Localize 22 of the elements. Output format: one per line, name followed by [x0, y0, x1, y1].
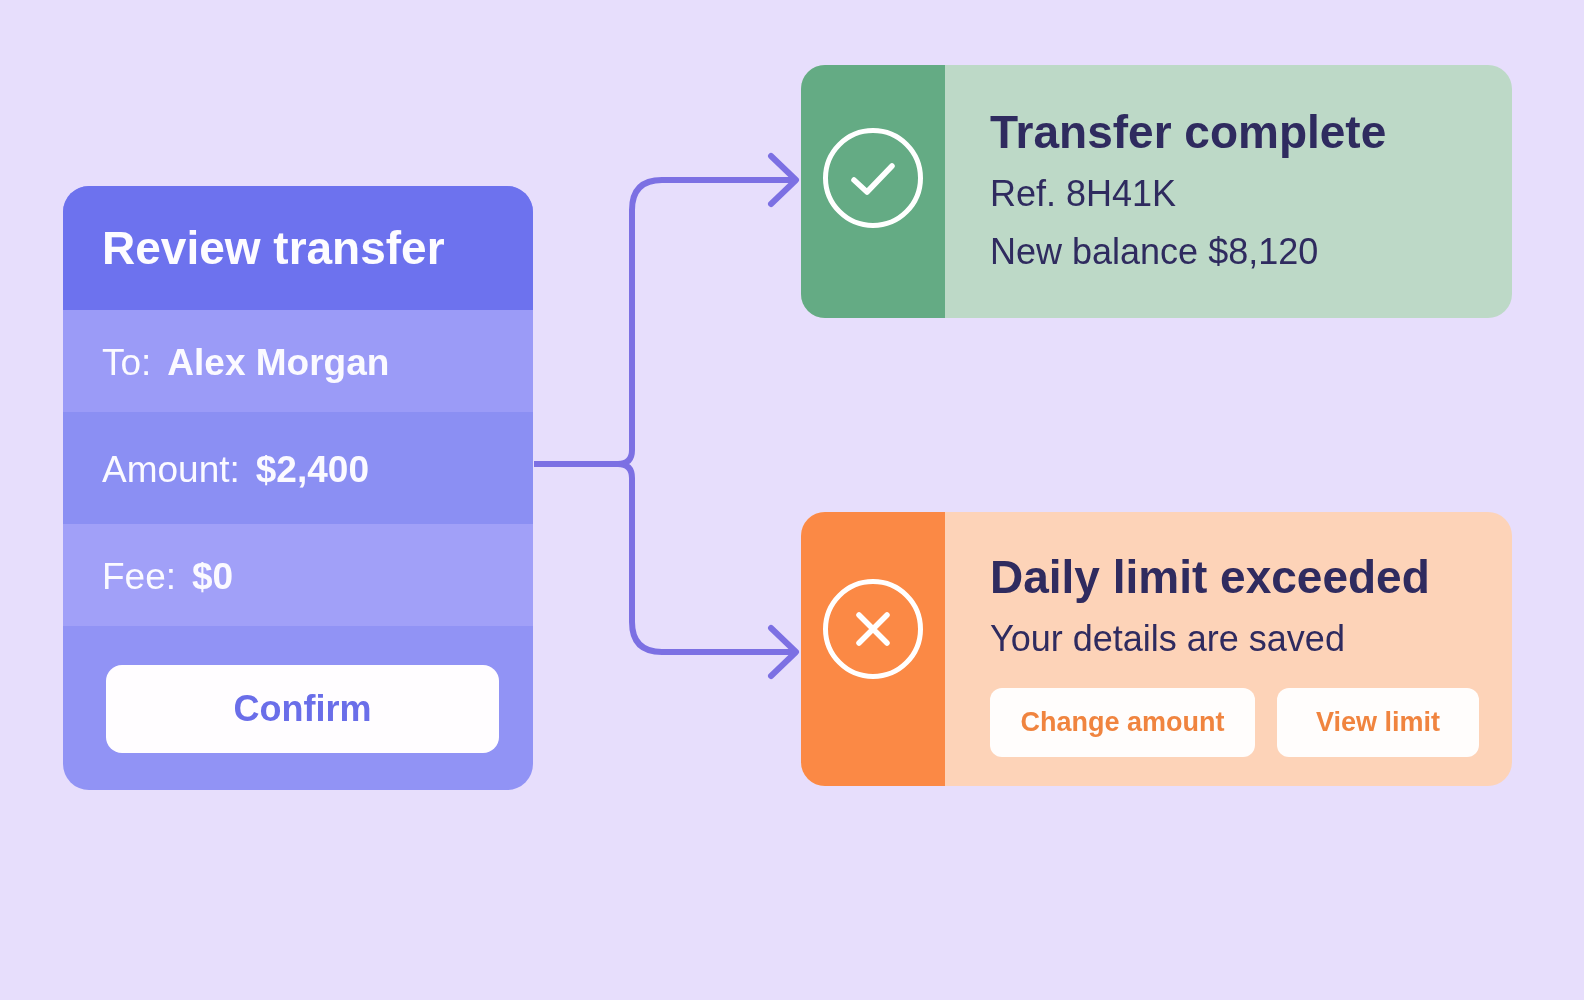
action-button: View limit [1277, 688, 1479, 757]
detail-row [63, 524, 533, 626]
status-detail: New balance $8,120 [990, 230, 1319, 274]
status-detail: Your details are saved [990, 617, 1345, 661]
status-title: Transfer complete [990, 105, 1387, 159]
field-value: $2,400 [255, 448, 369, 492]
card-title: Review transfer [102, 221, 445, 275]
status-detail: Ref. 8H41K [990, 172, 1177, 216]
field-value: $0 [192, 555, 234, 599]
confirm-button: Confirm [106, 665, 499, 753]
field-label: Fee: [102, 555, 177, 599]
form-card [63, 186, 533, 790]
field-label: Amount: [102, 448, 240, 492]
detail-row [63, 412, 533, 524]
action-button: Change amount [990, 688, 1255, 757]
field-label: To: [102, 341, 152, 385]
detail-row [63, 310, 533, 412]
status-card [801, 65, 1512, 318]
field-value: Alex Morgan [167, 341, 390, 385]
status-card [801, 512, 1512, 786]
status-title: Daily limit exceeded [990, 550, 1430, 604]
connector-arrow [534, 461, 799, 679]
